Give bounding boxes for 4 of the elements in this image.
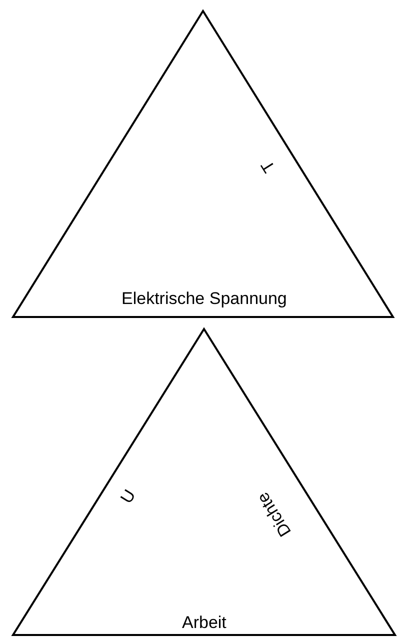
side-label: Arbeit: [182, 614, 226, 630]
rotated-side-label: U: [118, 486, 139, 506]
side-label: Elektrische Spannung: [122, 290, 287, 306]
rotated-side-label: T: [258, 157, 278, 175]
